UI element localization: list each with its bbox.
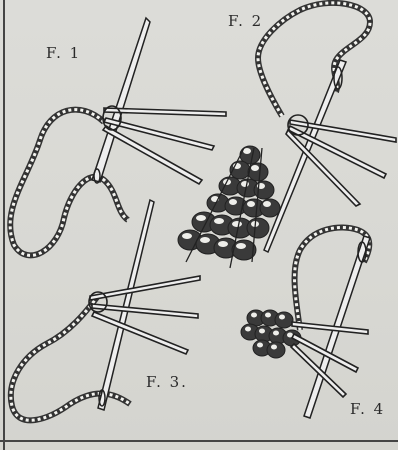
fig3-pin [92,304,198,318]
figure-4-drawing [241,227,370,418]
figure-2-drawing [258,3,396,252]
fig3-pin [92,312,188,354]
fig2-needle [264,60,346,252]
figure-1-label: F. 1 [46,44,81,62]
figure-4-label: F. 4 [350,400,385,418]
fig1-pin [104,108,226,116]
fig3-pin [90,276,200,300]
figure-3-label: F. 3. [146,373,188,391]
fig1-needle [92,18,150,182]
figure-2-label: F. 2 [228,12,263,30]
fig2-thread [258,3,370,116]
fig4-pin [292,322,368,334]
